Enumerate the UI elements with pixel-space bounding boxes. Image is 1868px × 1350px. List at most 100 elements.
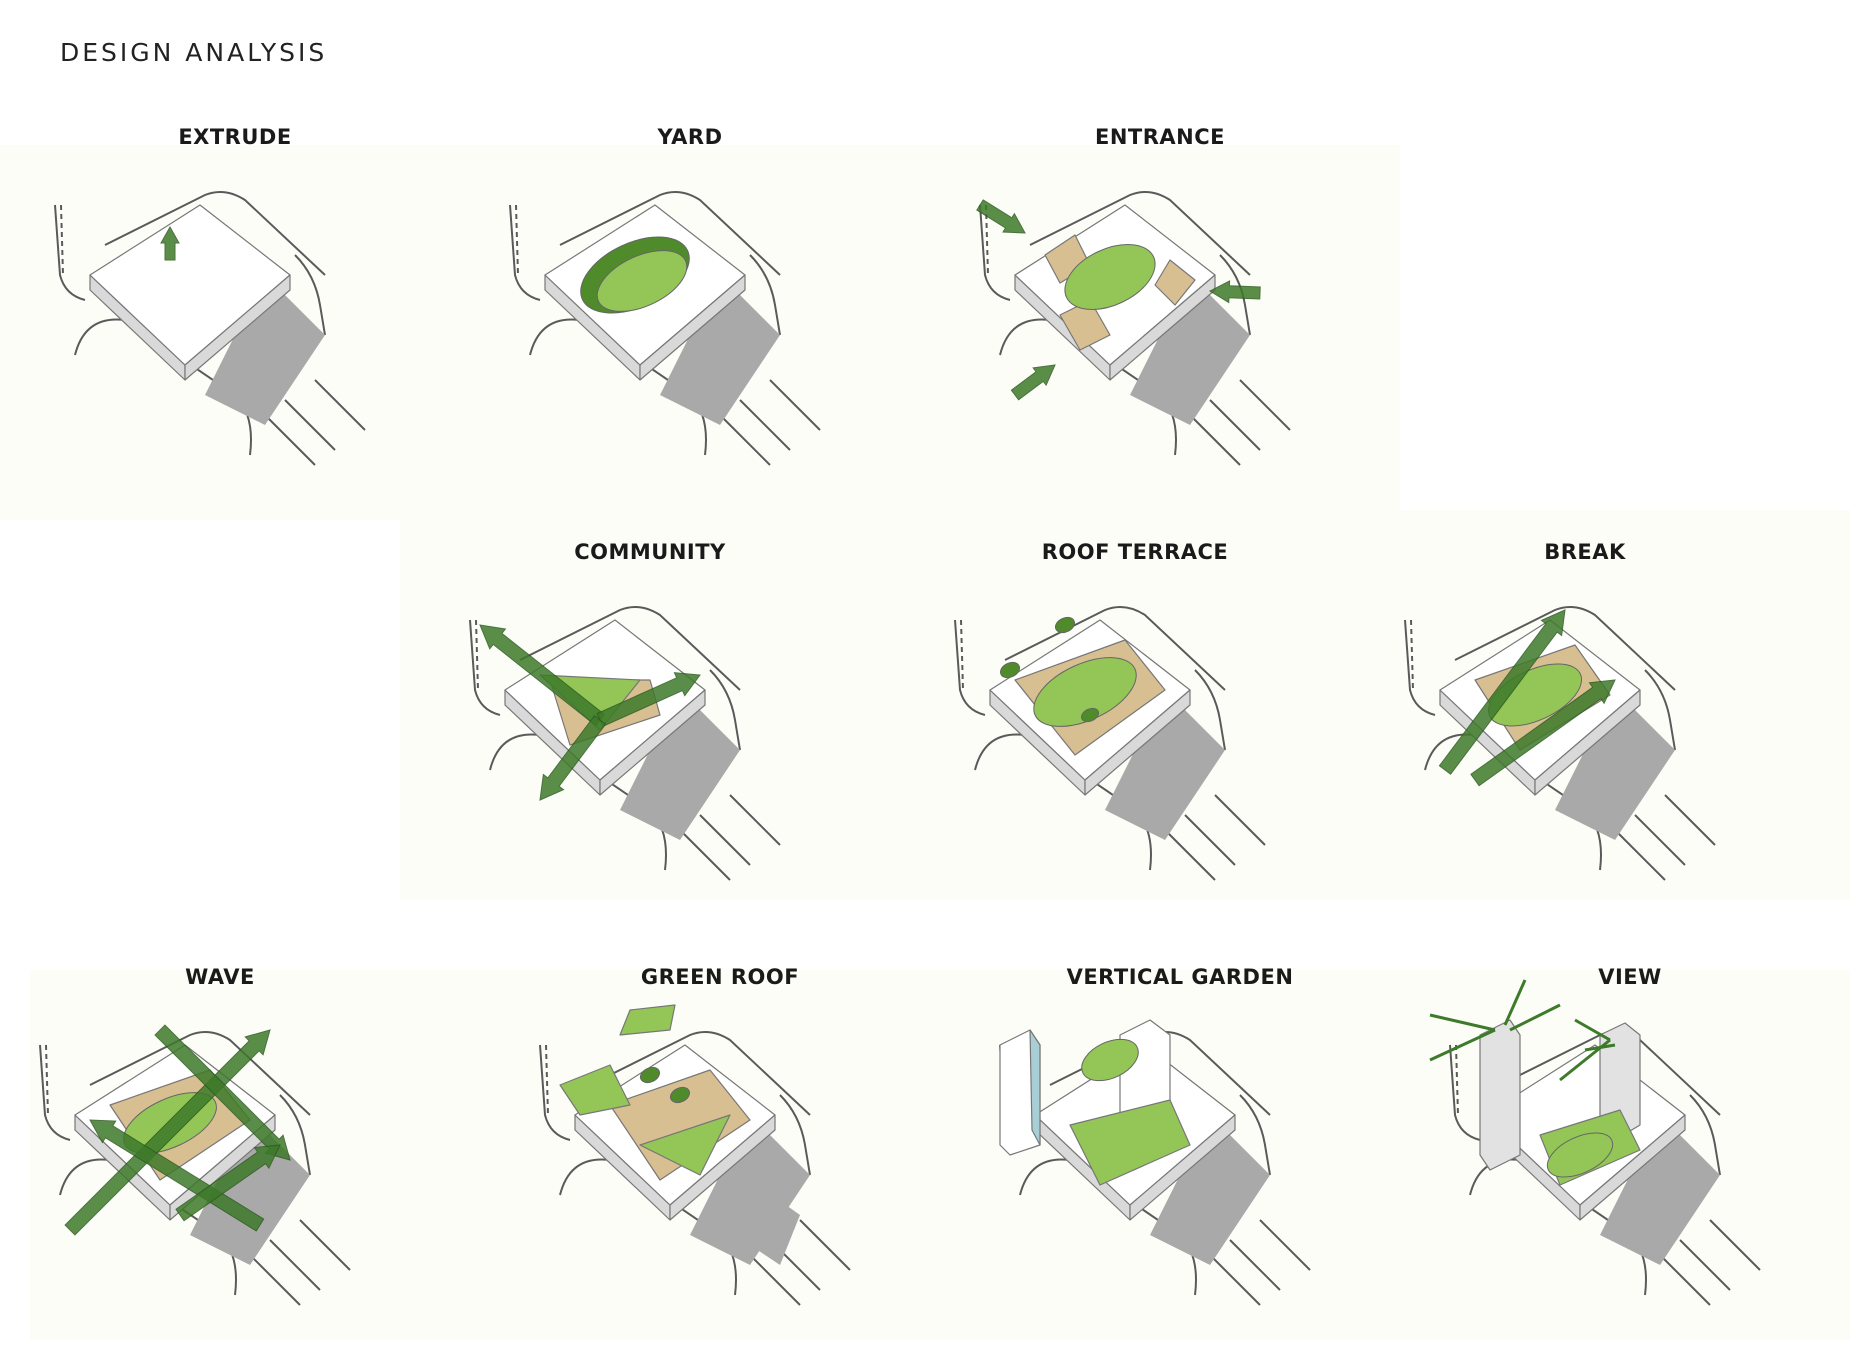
panel-title: COMMUNITY xyxy=(574,540,726,564)
entrance-cut xyxy=(1154,259,1196,306)
building-shadow xyxy=(1600,1115,1720,1265)
road-line xyxy=(1029,190,1251,276)
road-line xyxy=(1410,619,1414,691)
panel-title: BREAK xyxy=(1544,540,1626,564)
panel-title: YARD xyxy=(657,125,723,149)
panel-break: BREAK xyxy=(1365,540,1805,900)
road-line xyxy=(60,204,64,276)
panel-yard: YARD xyxy=(470,125,910,485)
road-line xyxy=(469,619,501,716)
road-line xyxy=(54,204,86,301)
view-line xyxy=(1574,1018,1611,1042)
path-arrow xyxy=(596,672,701,728)
road-line xyxy=(89,1030,311,1116)
panel-view: VIEW xyxy=(1410,965,1850,1325)
yard-diagram xyxy=(509,190,821,466)
building-shadow xyxy=(720,1165,800,1265)
mass-right xyxy=(599,689,706,796)
mass-right xyxy=(639,274,746,381)
tree-icon xyxy=(1054,616,1076,634)
roof-terrace-diagram xyxy=(954,605,1266,881)
up-arrow xyxy=(160,225,180,261)
road-line xyxy=(264,379,366,466)
road-line xyxy=(475,619,479,691)
road-line xyxy=(559,190,781,276)
panel-extrude: EXTRUDE xyxy=(15,125,455,485)
panel-title: ROOF TERRACE xyxy=(1041,540,1229,564)
panel-vertical-garden: VERTICAL GARDEN xyxy=(960,965,1400,1325)
panel-community: COMMUNITY xyxy=(430,540,870,900)
road-line xyxy=(1449,1044,1481,1141)
break-arrow xyxy=(1438,609,1566,775)
road-line xyxy=(1219,254,1251,336)
community-diagram xyxy=(469,605,781,881)
road-line xyxy=(1209,1219,1311,1306)
wave-diagram xyxy=(39,1024,351,1306)
road-line xyxy=(1455,1044,1459,1116)
entrance-arrow xyxy=(1208,280,1261,304)
wave-arrow xyxy=(89,1119,265,1232)
entrance-diagram xyxy=(976,190,1291,466)
vertical-garden-diagram xyxy=(999,1019,1311,1306)
green-roof-diagram xyxy=(539,1004,851,1306)
break-arrow xyxy=(1470,679,1616,787)
building-shadow xyxy=(620,690,740,840)
view-line xyxy=(1509,1003,1561,1032)
extrude-diagram xyxy=(54,190,366,466)
road-line xyxy=(1644,669,1676,751)
arrow-shape xyxy=(1470,679,1616,787)
building-shadow xyxy=(1150,1115,1270,1265)
panel-entrance: ENTRANCE xyxy=(940,125,1380,485)
green-roof-panel xyxy=(639,1114,731,1176)
tower-left xyxy=(1479,1019,1521,1171)
road-line xyxy=(1614,794,1716,881)
green-roof-panel xyxy=(619,1004,676,1036)
green-roof-panel xyxy=(559,1064,631,1116)
arrow-shape xyxy=(154,1024,291,1161)
road-line xyxy=(1164,794,1266,881)
road-line xyxy=(979,204,1011,301)
tree-icon xyxy=(639,1066,661,1084)
yard-garden xyxy=(596,250,688,312)
road-line xyxy=(960,619,964,691)
tree-icon xyxy=(999,661,1021,679)
road-line xyxy=(545,1044,549,1116)
mass-right xyxy=(1084,689,1191,796)
tree-icon xyxy=(1080,707,1100,723)
road-line xyxy=(249,1219,351,1306)
arrow-shape xyxy=(976,199,1026,234)
wave-arrow xyxy=(175,1144,281,1222)
road-line xyxy=(719,379,821,466)
building-shadow xyxy=(1105,690,1225,840)
road-line xyxy=(1239,1094,1271,1176)
road-line xyxy=(749,254,781,336)
road-line xyxy=(954,619,986,716)
road-line xyxy=(279,1094,311,1176)
mass-right xyxy=(1579,1114,1686,1221)
building-shadow xyxy=(1130,275,1250,425)
road-line xyxy=(294,254,326,336)
panel-title: VIEW xyxy=(1598,965,1662,989)
green-roof-plaza xyxy=(609,1069,751,1181)
arrow-shape xyxy=(89,1119,265,1232)
panel-title: VERTICAL GARDEN xyxy=(1066,965,1294,989)
panel-title: GREEN ROOF xyxy=(640,965,800,989)
road-line xyxy=(679,794,781,881)
road-line xyxy=(539,1044,571,1141)
road-line xyxy=(515,204,519,276)
arrow-shape xyxy=(1208,280,1261,304)
arrow-shape xyxy=(175,1144,281,1222)
view-line xyxy=(1584,1043,1616,1052)
path-arrow xyxy=(479,624,606,727)
mass-right xyxy=(669,1114,776,1221)
mass-right xyxy=(1534,689,1641,796)
view-line xyxy=(1429,1028,1496,1062)
road-line xyxy=(985,204,989,276)
wave-arrow xyxy=(154,1024,291,1161)
road-line xyxy=(1404,619,1436,716)
road-line xyxy=(1004,605,1226,691)
arrow-shape xyxy=(596,672,701,728)
view-line xyxy=(1503,979,1527,1026)
road-line xyxy=(779,1094,811,1176)
panel-title: EXTRUDE xyxy=(178,125,292,149)
